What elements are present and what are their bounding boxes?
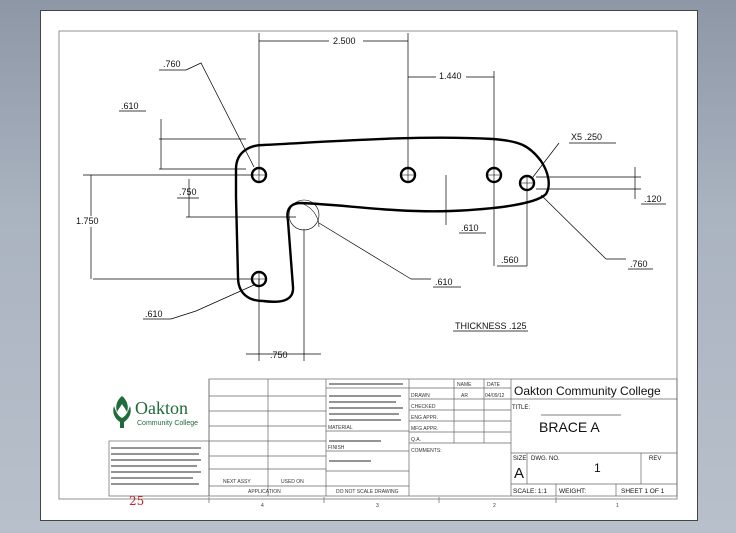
dim-610-mid: .610 — [445, 175, 486, 234]
title-label: TITLE: — [512, 405, 530, 411]
dim-610-bottom: .610 — [143, 284, 255, 320]
date-col: DATE — [487, 382, 501, 388]
handwritten-mark: 25 — [129, 494, 144, 508]
size-value: A — [514, 465, 524, 482]
dim-610-bottom-text: .610 — [145, 309, 163, 319]
dim-250-holes: X5 .250 — [532, 132, 616, 178]
dim-760-right-text: .760 — [630, 259, 648, 269]
dim-1440-text: 1.440 — [439, 71, 462, 81]
dim-760-top-text: .760 — [163, 59, 181, 69]
dim-610-fillet-text: .610 — [435, 277, 453, 287]
zone-label-2: 2 — [493, 503, 496, 509]
application-label: APPLICATION — [248, 489, 281, 495]
qa-label: Q.A. — [411, 437, 421, 443]
material-label: MATERIAL — [328, 425, 353, 431]
next-assy-label: NEXT ASSY — [223, 479, 251, 485]
dim-560-text: .560 — [501, 255, 519, 265]
tolerance-notes — [111, 383, 403, 485]
dim-760-right: .760 — [540, 194, 653, 270]
thickness-text: THICKNESS .125 — [455, 321, 527, 331]
dwg-no-label: DWG. NO. — [531, 456, 560, 462]
mfg-appr-label: MFG APPR. — [411, 426, 438, 432]
dim-610-fillet: .610 — [318, 222, 461, 288]
weight-text: WEIGHT: — [559, 488, 586, 495]
dim-560: .560 — [493, 183, 528, 267]
zone-label-1: 1 — [616, 503, 619, 509]
dim-2500-text: 2.500 — [333, 36, 356, 46]
drawn-name: AR — [461, 393, 468, 399]
zone-label-3: 3 — [376, 503, 379, 509]
dim-750v-text: .750 — [179, 187, 197, 197]
drawing-title: BRACE A — [539, 419, 600, 435]
finish-label: FINISH — [328, 445, 345, 451]
thickness-note: THICKNESS .125 — [453, 321, 528, 332]
zone-label-4: 4 — [261, 503, 264, 509]
rev-label: REV — [649, 456, 661, 462]
drawn-date: 04/09/12 — [485, 393, 505, 399]
do-not-scale-label: DO NOT SCALE DRAWING — [336, 489, 399, 495]
dim-2500: 2.500 — [258, 33, 409, 169]
dim-750-vertical: .750 — [83, 174, 296, 218]
dim-120-text: .120 — [644, 194, 662, 204]
scale-text: SCALE: 1:1 — [513, 488, 547, 495]
inner-frame — [58, 30, 678, 500]
dim-750h-text: .750 — [270, 350, 288, 360]
dim-610-top: .610 — [119, 101, 246, 170]
comments-label: COMMENTS: — [411, 448, 442, 454]
name-col: NAME — [457, 382, 472, 388]
used-on-label: USED ON — [281, 479, 304, 485]
dwg-no-value: 1 — [594, 461, 601, 475]
dim-120: .120 — [536, 167, 666, 205]
drawing-canvas: 4 3 2 1 2.500 1.440 .760 .610 — [58, 30, 678, 509]
eng-appr-label: ENG APPR. — [411, 415, 438, 421]
oakton-logo: Oakton Community College — [111, 394, 209, 434]
dim-1750: 1.750 — [75, 175, 251, 280]
title-block: Oakton Community College TITLE: BRACE A … — [108, 378, 678, 497]
sheet-text: SHEET 1 OF 1 — [621, 488, 665, 495]
dim-250-text: X5 .250 — [571, 132, 602, 142]
dim-610-top-text: .610 — [121, 101, 139, 111]
dim-750-horizontal: .750 — [246, 229, 321, 361]
logo-name: Oakton — [135, 398, 188, 418]
dim-610-mid-text: .610 — [461, 223, 479, 233]
logo-sub: Community College — [137, 420, 198, 427]
dim-1440: 1.440 — [408, 71, 495, 169]
drawing-sheet: 4 3 2 1 2.500 1.440 .760 .610 — [40, 10, 698, 521]
dim-760-top: .760 — [159, 59, 255, 168]
checked-label: CHECKED — [411, 404, 436, 410]
dim-1750-text: 1.750 — [76, 216, 99, 226]
tree-logo-icon — [113, 396, 131, 428]
drawn-label: DRAWN — [411, 393, 430, 399]
company-name: Oakton Community College — [514, 384, 661, 398]
brace-outline — [234, 136, 550, 303]
size-label: SIZE — [513, 456, 526, 462]
